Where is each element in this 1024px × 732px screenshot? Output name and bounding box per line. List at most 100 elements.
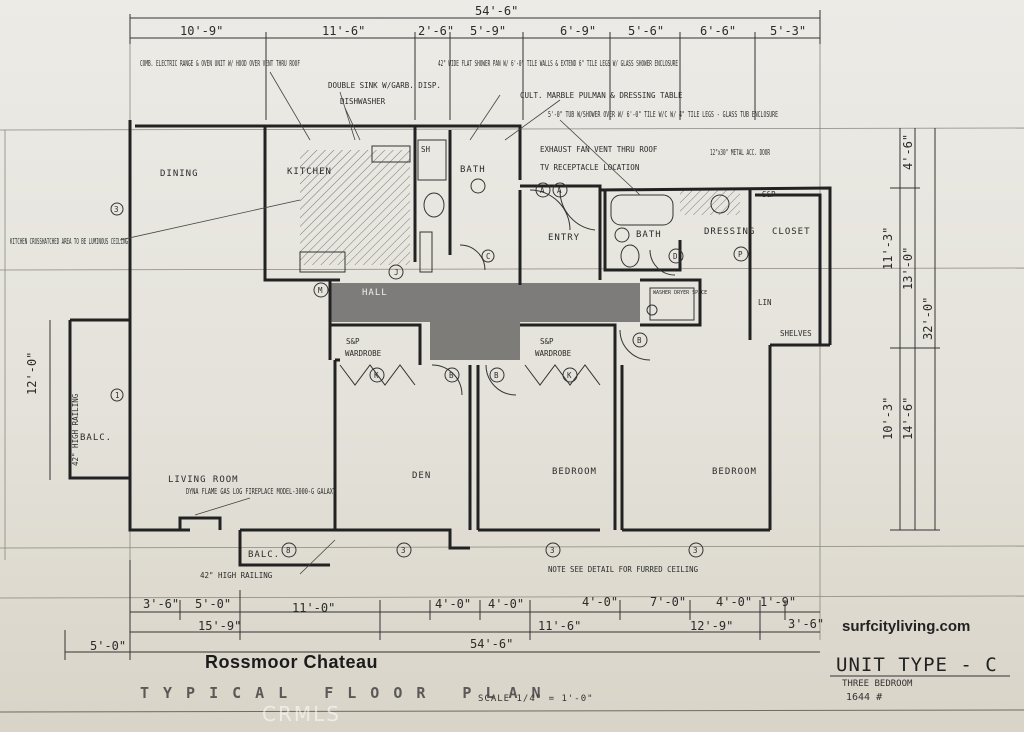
dim-b1-9: 1'-9": [760, 595, 796, 609]
note-dishwasher: DISHWASHER: [340, 97, 386, 106]
marker-3-bed: 3: [550, 546, 555, 555]
note-railing-bottom: 42" HIGH RAILING: [200, 571, 273, 580]
sheet-border-bottom: [0, 709, 1024, 713]
marker-b-1: B: [449, 371, 454, 380]
room-balcony-left: BALC.: [80, 433, 112, 443]
dim-right-3: 13'-0": [901, 247, 915, 290]
marker-3-dining: 3: [114, 205, 119, 214]
notes: COMB. ELECTRIC RANGE & OVEN UNIT W/ HOOD…: [10, 59, 778, 580]
right-dimension-lines: [890, 128, 940, 531]
dim-top-2: 11'-6": [322, 24, 365, 38]
utility-box: [419, 231, 433, 273]
marker-a-1: A: [540, 186, 545, 195]
leader-lines: [119, 71, 641, 575]
dim-top-4: 5'-9": [470, 24, 506, 38]
dim-right-1: 4'-6": [901, 134, 915, 170]
marker-a-2: A: [557, 186, 562, 195]
dim-top-8: 5'-3": [770, 24, 806, 38]
room-entry: ENTRY: [548, 233, 580, 243]
room-labels: DINING KITCHEN BATH ENTRY BATH DRESSING …: [80, 165, 812, 560]
room-kitchen: KITCHEN: [287, 167, 332, 177]
dim-overall-top: 54'-6": [475, 4, 518, 18]
room-bath-2: BATH: [636, 230, 662, 240]
room-bedroom-2: BEDROOM: [712, 467, 757, 477]
dim-top-1: 10'-9": [180, 24, 223, 38]
marker-1: 1: [115, 391, 120, 400]
dims-bottom-row2: 15'-9" 11'-6" 12'-9" 3'-6": [198, 617, 824, 633]
note-tub: 5'-0" TUB W/SHOWER OVER W/ 6'-0" TILE W/…: [548, 110, 778, 119]
room-dining: DINING: [160, 169, 199, 179]
sink-bath-1: [470, 178, 486, 194]
project-title: Rossmoor Chateau: [205, 652, 379, 672]
marker-sep-wardrobe-2: S&P: [540, 337, 554, 346]
walls: [68, 120, 832, 567]
dim-right-6: 14'-6": [901, 397, 915, 440]
marker-sep-closet: S&P: [762, 190, 776, 199]
unit-description: THREE BEDROOM: [842, 679, 913, 689]
dim-top-6: 5'-6": [628, 24, 664, 38]
marker-sep-wardrobe-1: S&P: [346, 337, 360, 346]
marker-circles: [110, 182, 749, 558]
dim-b1-5: 4'-0": [488, 597, 524, 611]
note-fireplace: DYNA FLAME GAS LOG FIREPLACE MODEL-3000-…: [186, 487, 336, 496]
dim-top-3: 2'-6": [418, 24, 454, 38]
room-wardrobe-1: WARDROBE: [345, 349, 382, 358]
site-watermark: surfcityliving.com: [842, 618, 971, 635]
dressing-counter-hatch: [680, 190, 740, 215]
dim-b2-4: 3'-6": [788, 617, 824, 631]
dim-right-4: 32'-0": [921, 297, 935, 340]
dim-b1-1: 3'-6": [143, 597, 179, 611]
dims-bottom-row1: 3'-6" 5'-0" 11'-0" 4'-0" 4'-0" 4'-0" 7'-…: [143, 595, 796, 615]
marker-8: 8: [286, 546, 291, 555]
toilet-2: [620, 244, 640, 268]
marker-3-bed2: 3: [693, 546, 698, 555]
note-tv: TV RECEPTACLE LOCATION: [540, 163, 639, 172]
marker-3-den: 3: [401, 546, 406, 555]
plan-subtitle: TYPICAL FLOOR PLAN: [140, 684, 555, 702]
note-fan: EXHAUST FAN VENT THRU ROOF: [540, 145, 658, 154]
door-swings: [339, 189, 676, 396]
dim-b2-1: 15'-9": [198, 619, 241, 633]
marker-j: J: [394, 268, 399, 277]
room-closet: CLOSET: [772, 227, 811, 237]
dim-b1-7: 7'-0": [650, 595, 686, 609]
dim-b2-2: 11'-6": [538, 619, 581, 633]
marker-b-2: B: [494, 371, 499, 380]
marker-letters: 3 1 A A D P C J M K B B K B 8 3 3 3 S&P …: [114, 145, 776, 555]
room-wardrobe-2: WARDROBE: [535, 349, 572, 358]
room-den: DEN: [412, 471, 431, 481]
marker-k-1: K: [374, 371, 379, 380]
room-bath-1: BATH: [460, 165, 486, 175]
dim-left-offset: 5'-0": [90, 639, 126, 653]
note-kitchen-ceiling: KITCHEN CROSSHATCHED AREA TO BE LUMINOUS…: [10, 237, 128, 246]
dim-left-balc: 12'-0": [25, 352, 39, 395]
marker-m: M: [318, 286, 323, 295]
mls-watermark: CRMLS: [262, 702, 341, 726]
dim-b1-4: 4'-0": [435, 597, 471, 611]
dim-top-7: 6'-6": [700, 24, 736, 38]
dim-top-5: 6'-9": [560, 24, 596, 38]
marker-k-2: K: [567, 371, 572, 380]
room-bedroom-1: BEDROOM: [552, 467, 597, 477]
plan-scale: SCALE 1/4" = 1'-0": [478, 694, 594, 704]
note-marble: CULT. MARBLE PULMAN & DRESSING TABLE: [520, 91, 683, 100]
dims-top: 10'-9" 11'-6" 2'-6" 5'-9" 6'-9" 5'-6" 6'…: [180, 24, 806, 38]
marker-shower: SH: [421, 145, 431, 154]
dim-b1-6: 4'-0": [582, 595, 618, 609]
note-sink: DOUBLE SINK W/GARB. DISP.: [328, 81, 441, 90]
unit-area: 1644 #: [846, 692, 883, 703]
room-shelves: SHELVES: [780, 329, 812, 338]
note-range: COMB. ELECTRIC RANGE & OVEN UNIT W/ HOOD…: [140, 59, 300, 68]
fixtures: [299, 139, 730, 321]
top-dimension-lines: [129, 10, 821, 120]
marker-b-3: B: [637, 336, 642, 345]
room-hall: HALL: [362, 288, 388, 298]
marker-c: C: [486, 252, 491, 261]
toilet-1: [423, 192, 445, 218]
hall-flooring: [330, 283, 640, 360]
dim-b1-3: 11'-0": [292, 601, 335, 615]
dim-b2-3: 12'-9": [690, 619, 733, 633]
note-railing-side: 42" HIGH RAILING: [71, 393, 80, 466]
